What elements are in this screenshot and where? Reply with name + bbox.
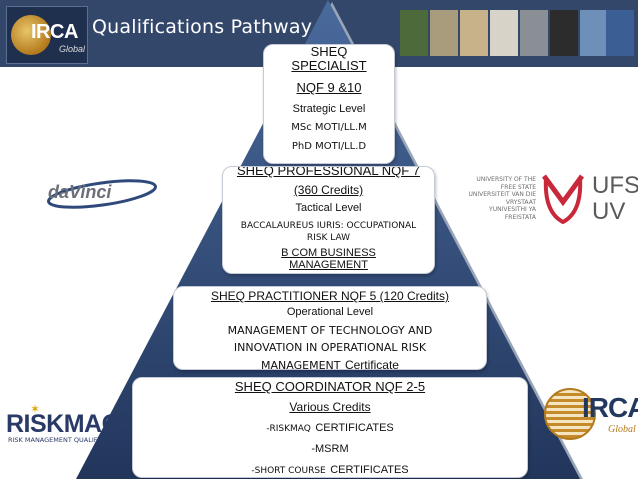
level-title: SHEQ PRACTITIONER NQF 5 (120 Credits) xyxy=(210,289,450,303)
ufs-name-line: VRYSTAAT xyxy=(505,198,536,206)
thumbnail-image xyxy=(400,10,428,56)
level-title: SHEQ PROFESSIONAL NQF 7 xyxy=(236,166,420,178)
irca-global-logo: IRCA Global xyxy=(542,384,638,440)
ufs-logo: UNIVERSITY OF THE FREE STATE UNIVERSITEI… xyxy=(444,172,638,228)
thumbnail-image xyxy=(580,10,608,56)
globe-icon xyxy=(11,15,51,55)
davinci-logo: daVinci xyxy=(40,176,160,212)
ufs-name-line: FREISTATA xyxy=(504,213,536,221)
level-professional-box: SHEQ PROFESSIONAL NQF 7 (360 Credits) Ta… xyxy=(222,166,435,274)
thumbnail-image xyxy=(606,10,634,56)
globe-icon xyxy=(544,388,596,440)
level-qualification: MANAGEMENT OF TECHNOLOGY AND xyxy=(227,324,433,337)
irca-logo-sub: Global xyxy=(608,424,636,435)
level-credits: (360 Credits) xyxy=(293,183,364,197)
level-qualification: CERTIFICATES xyxy=(315,422,394,434)
ufs-mark-bottom: UV xyxy=(592,198,626,225)
level-qualification-line: -RISKMAQ CERTIFICATES xyxy=(133,420,527,436)
level-tier: Tactical Level xyxy=(295,202,362,214)
level-specialist-box: SHEQ SPECIALIST NQF 9 &10 Strategic Leve… xyxy=(263,44,395,164)
level-coordinator-box: SHEQ COORDINATOR NQF 2-5 Various Credits… xyxy=(132,377,528,478)
level-tier: Strategic Level xyxy=(292,103,366,115)
irca-logo-text: IRCA xyxy=(31,21,78,43)
thumbnail-image xyxy=(430,10,458,56)
thumbnail-image xyxy=(490,10,518,56)
ufs-shield-icon xyxy=(541,174,585,225)
riskmaq-logo-sub: RISK MANAGEMENT QUALIFICATION xyxy=(8,436,124,444)
ufs-name-line: YUNIVESITHI YA xyxy=(489,206,536,213)
star-icon: ✶ xyxy=(30,402,41,416)
level-qualification: -MSRM xyxy=(311,443,349,455)
level-qualification: -RISKMAQ xyxy=(266,424,311,434)
level-qualification: BACCALAUREUS IURIS: OCCUPATIONAL xyxy=(240,221,417,231)
level-credits: Various Credits xyxy=(289,400,371,414)
ufs-name-line: FREE STATE xyxy=(500,183,536,191)
level-qualification: -SHORT COURSE xyxy=(251,466,326,476)
level-title: SHEQ COORDINATOR NQF 2-5 xyxy=(234,379,426,394)
level-qualification: MSc MOTI/LL.M xyxy=(291,122,367,133)
ufs-name-line: UNIVERSITEIT VAN DIE xyxy=(468,191,537,198)
level-tier: Operational Level xyxy=(286,306,374,318)
level-practitioner-box: SHEQ PRACTITIONER NQF 5 (120 Credits) Op… xyxy=(173,286,487,373)
thumbnail-image xyxy=(460,10,488,56)
level-qualification-line: MANAGEMENT Certificate xyxy=(174,357,486,373)
thumbnail-image xyxy=(520,10,548,56)
level-qualification: Certificate xyxy=(344,358,399,372)
page-title: Qualifications Pathway xyxy=(92,16,313,38)
header-bar: IRCA Global Qualifications Pathway xyxy=(0,0,638,67)
level-qualification: PhD MOTI/LL.D xyxy=(291,141,367,152)
davinci-logo-text: daVinci xyxy=(48,182,112,202)
level-qualification: RISK LAW xyxy=(306,233,351,243)
ufs-name-line: UNIVERSITY OF THE xyxy=(476,176,536,183)
riskmaq-logo-text: RISKMAQ xyxy=(6,410,121,438)
level-title: SHEQ xyxy=(310,44,348,59)
irca-logo-sub: Global xyxy=(59,44,86,54)
level-qualification: INNOVATION IN OPERATIONAL RISK xyxy=(233,341,427,354)
level-qualification: MANAGEMENT xyxy=(289,259,368,271)
header-thumbnail-strip xyxy=(400,10,634,58)
level-qualification: CERTIFICATES xyxy=(330,464,409,476)
irca-logo-text: IRCA xyxy=(582,392,638,423)
riskmaq-logo: ✶ RISKMAQ RISK MANAGEMENT QUALIFICATION xyxy=(6,402,130,446)
swoosh-icon xyxy=(47,179,157,209)
level-qualification-line: -SHORT COURSE CERTIFICATES xyxy=(133,462,527,478)
level-qualification: MANAGEMENT xyxy=(261,359,341,372)
thumbnail-image xyxy=(550,10,578,56)
ufs-mark-top: UFS xyxy=(592,172,638,199)
level-nqf: NQF 9 &10 xyxy=(296,80,362,95)
irca-header-logo: IRCA Global xyxy=(6,6,88,64)
level-qualification: B COM BUSINESS xyxy=(281,247,376,259)
level-title: SPECIALIST xyxy=(291,58,367,73)
